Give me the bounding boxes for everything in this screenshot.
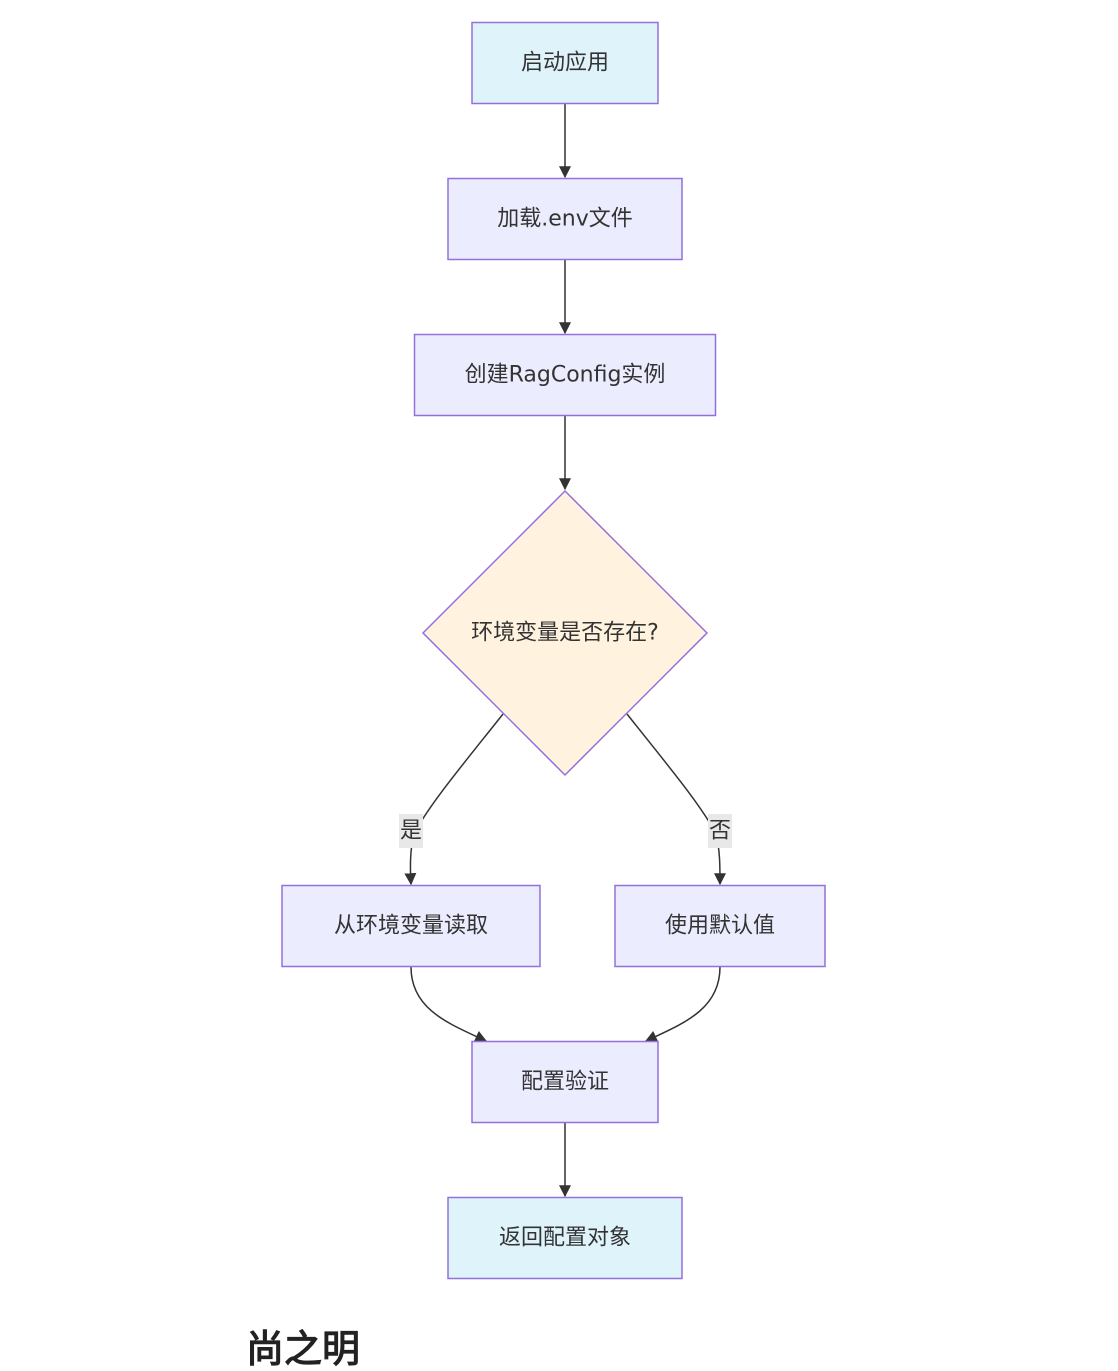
node-label: 配置验证 bbox=[521, 1070, 609, 1095]
node-validate: 配置验证 bbox=[471, 1040, 659, 1124]
node-start: 启动应用 bbox=[471, 21, 659, 105]
edge-label-text: 否 bbox=[709, 819, 731, 844]
node-return-obj: 返回配置对象 bbox=[447, 1196, 683, 1280]
node-label: 使用默认值 bbox=[665, 914, 775, 939]
node-box bbox=[281, 884, 541, 968]
edge-read_env-to-validate bbox=[410, 966, 488, 1042]
node-label: 返回配置对象 bbox=[499, 1226, 631, 1251]
node-label: 启动应用 bbox=[521, 51, 609, 76]
edge-label-background bbox=[708, 814, 732, 848]
edge-label-env_exists-to-use_default: 否 bbox=[708, 814, 732, 848]
node-use-default: 使用默认值 bbox=[614, 884, 826, 968]
decision-diamond bbox=[421, 489, 709, 777]
node-label: 创建RagConfig实例 bbox=[465, 363, 666, 388]
edge-use_default-to-validate bbox=[644, 966, 721, 1042]
edge-env_exists-to-use_default bbox=[626, 713, 726, 886]
node-label: 加载.env文件 bbox=[497, 207, 633, 232]
edge-env_exists-to-read_env bbox=[404, 713, 504, 886]
edge-label-env_exists-to-read_env: 是 bbox=[399, 814, 423, 848]
node-box bbox=[413, 333, 717, 417]
node-read-env: 从环境变量读取 bbox=[281, 884, 541, 968]
edge-label-background bbox=[399, 814, 423, 848]
node-box bbox=[471, 21, 659, 105]
node-label: 从环境变量读取 bbox=[334, 914, 488, 939]
section-heading-partial: 尚之明 bbox=[246, 1327, 361, 1371]
edge-label-text: 是 bbox=[400, 819, 422, 844]
node-box bbox=[614, 884, 826, 968]
node-load-env: 加载.env文件 bbox=[447, 177, 683, 261]
node-create-config: 创建RagConfig实例 bbox=[413, 333, 717, 417]
node-box bbox=[447, 1196, 683, 1280]
node-box bbox=[447, 177, 683, 261]
node-box bbox=[471, 1040, 659, 1124]
node-label: 环境变量是否存在? bbox=[471, 621, 659, 646]
node-env-exists: 环境变量是否存在? bbox=[421, 489, 709, 777]
